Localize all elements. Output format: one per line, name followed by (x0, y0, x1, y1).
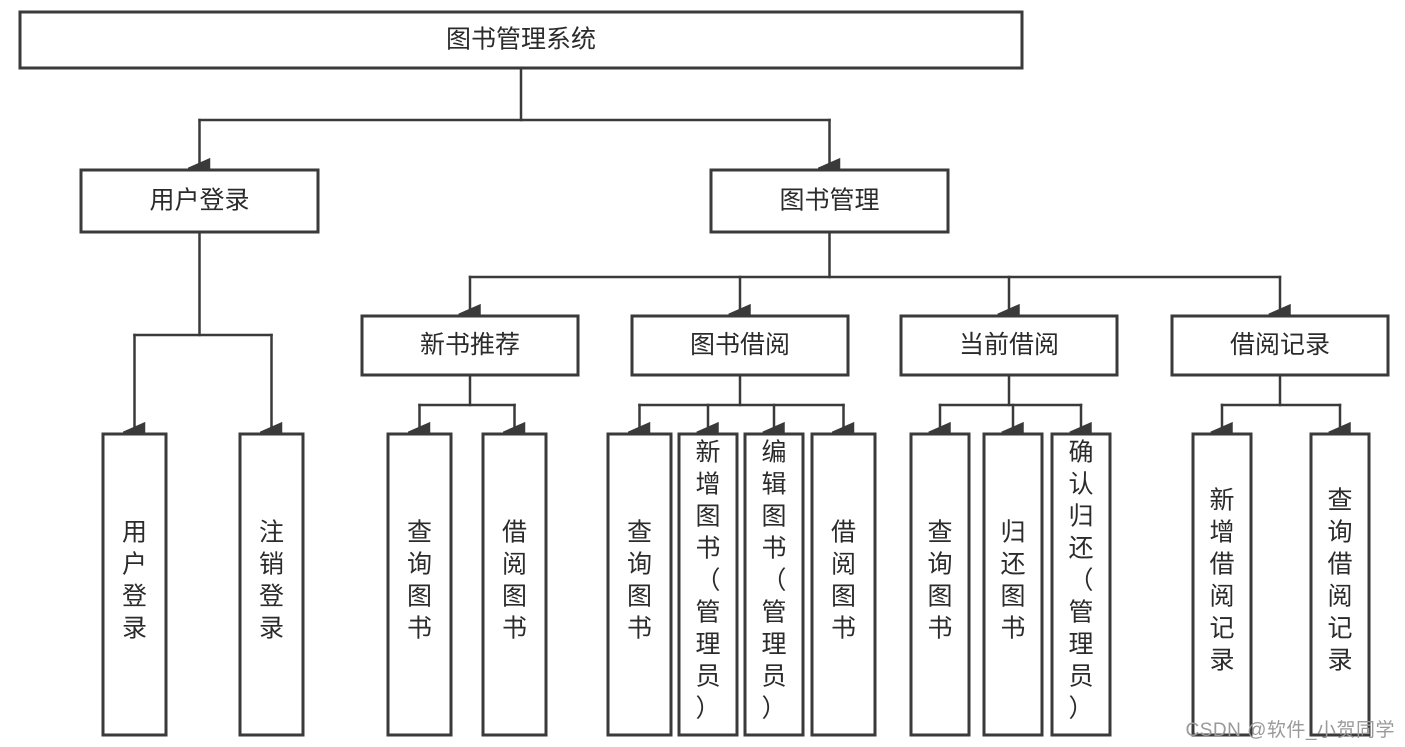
node-box[interactable] (1050, 432, 1112, 737)
node-label: 新增图书（管理员） (695, 439, 720, 723)
node-label: 用户登录 (149, 187, 249, 215)
node-box[interactable] (909, 432, 971, 737)
node-current-borrow[interactable]: 当前借阅 (899, 314, 1119, 377)
node-leaf-borrow-add[interactable]: 新增图书（管理员） (677, 432, 739, 737)
node-book-borrow[interactable]: 图书借阅 (630, 314, 850, 377)
node-box[interactable] (630, 314, 850, 377)
node-label: 用户登录 (122, 519, 147, 643)
node-box[interactable] (386, 432, 453, 737)
node-label: 图书管理 (779, 187, 879, 215)
node-label: 图书管理系统 (446, 26, 596, 54)
node-leaf-borrow-edit[interactable]: 编辑图书（管理员） (743, 432, 805, 737)
node-box[interactable] (18, 10, 1024, 70)
node-leaf-rec-search[interactable]: 查询借阅记录 (1309, 432, 1371, 737)
node-leaf-cur-return[interactable]: 归还图书 (982, 432, 1044, 737)
node-box[interactable] (606, 432, 673, 737)
node-box[interactable] (1191, 432, 1253, 737)
node-leaf-rec-query[interactable]: 查询图书 (386, 432, 453, 737)
node-borrow-record[interactable]: 借阅记录 (1170, 314, 1390, 377)
node-label: 新增借阅记录 (1209, 487, 1234, 675)
connector-layer (135, 66, 1341, 432)
node-leaf-rec-borrow[interactable]: 借阅图书 (481, 432, 548, 737)
node-label: 注销登录 (259, 519, 284, 643)
node-new-book-rec[interactable]: 新书推荐 (360, 314, 580, 377)
node-box[interactable] (982, 432, 1044, 737)
node-box[interactable] (101, 432, 168, 737)
node-leaf-user-logout[interactable]: 注销登录 (238, 432, 305, 737)
node-user-login[interactable]: 用户登录 (79, 168, 320, 234)
node-label: 编辑图书（管理员） (761, 439, 786, 723)
node-label: 查询图书 (407, 519, 432, 643)
node-box[interactable] (238, 432, 305, 737)
node-box[interactable] (360, 314, 580, 377)
node-box[interactable] (899, 314, 1119, 377)
node-label: 借阅图书 (831, 519, 856, 643)
node-leaf-borrow-query[interactable]: 查询图书 (606, 432, 673, 737)
node-box[interactable] (1309, 432, 1371, 737)
node-label: 归还图书 (1000, 519, 1025, 643)
node-leaf-rec-add[interactable]: 新增借阅记录 (1191, 432, 1253, 737)
node-box[interactable] (810, 432, 877, 737)
node-label: 图书借阅 (690, 331, 790, 359)
node-book-manage[interactable]: 图书管理 (709, 168, 950, 234)
node-box[interactable] (79, 168, 320, 234)
node-box[interactable] (677, 432, 739, 737)
node-label: 确认归还（管理员） (1068, 439, 1093, 723)
node-label: 借阅记录 (1230, 331, 1330, 359)
node-layer: 图书管理系统用户登录图书管理新书推荐图书借阅当前借阅借阅记录用户登录注销登录查询… (18, 10, 1390, 737)
node-box[interactable] (481, 432, 548, 737)
node-box[interactable] (709, 168, 950, 234)
node-label: 查询图书 (627, 519, 652, 643)
node-leaf-user-login[interactable]: 用户登录 (101, 432, 168, 737)
node-label: 查询图书 (927, 519, 952, 643)
node-leaf-cur-confirm[interactable]: 确认归还（管理员） (1050, 432, 1112, 737)
node-leaf-borrow-lend[interactable]: 借阅图书 (810, 432, 877, 737)
node-label: 查询借阅记录 (1327, 487, 1352, 675)
node-box[interactable] (743, 432, 805, 737)
node-label: 当前借阅 (959, 331, 1059, 359)
node-label: 借阅图书 (502, 519, 527, 643)
node-root[interactable]: 图书管理系统 (18, 10, 1024, 70)
node-label: 新书推荐 (420, 331, 520, 359)
node-leaf-cur-query[interactable]: 查询图书 (909, 432, 971, 737)
node-box[interactable] (1170, 314, 1390, 377)
